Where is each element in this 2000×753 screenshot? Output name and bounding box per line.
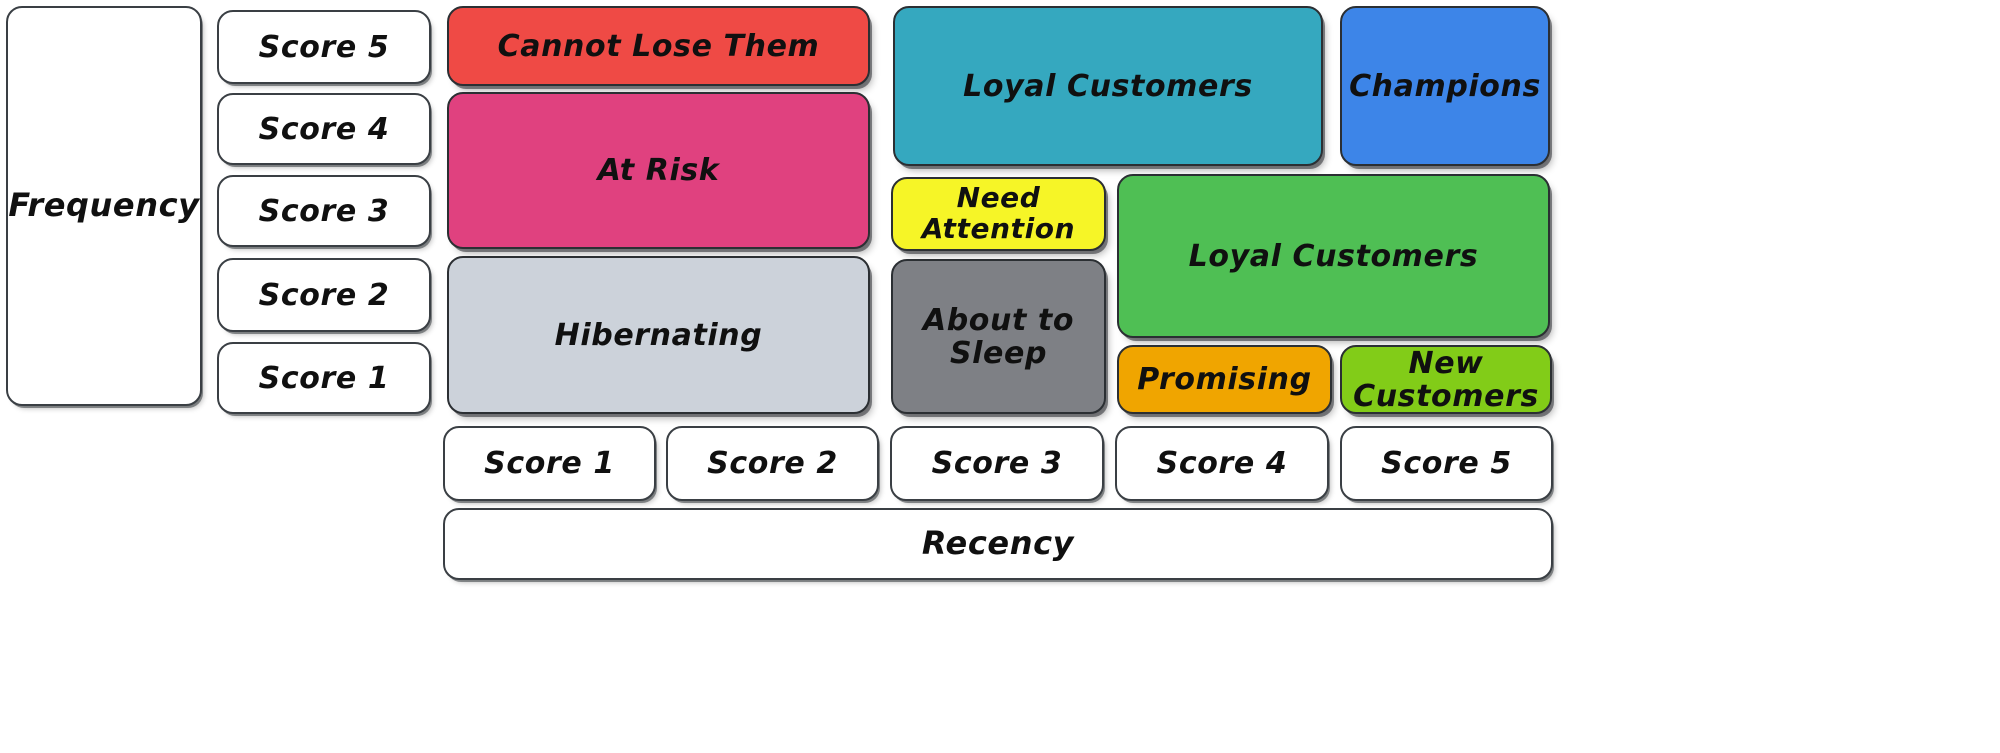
recency-axis-label-box: Recency <box>443 508 1553 580</box>
segment-cannot-lose-them[interactable]: Cannot Lose Them <box>447 6 870 86</box>
frequency-score-4-label: Score 4 <box>258 111 390 147</box>
segment-new-customers[interactable]: New Customers <box>1340 345 1552 414</box>
segment-champions[interactable]: Champions <box>1340 6 1550 166</box>
segment-loyal-customers-green[interactable]: Loyal Customers <box>1117 174 1550 338</box>
segment-hibernating-label: Hibernating <box>554 317 763 353</box>
segment-loyal-customers-green-label: Loyal Customers <box>1188 238 1479 274</box>
segment-at-risk[interactable]: At Risk <box>447 92 870 249</box>
recency-score-4[interactable]: Score 4 <box>1115 426 1329 501</box>
frequency-axis-label: Frequency <box>8 186 200 225</box>
segment-hibernating[interactable]: Hibernating <box>447 256 870 414</box>
recency-score-3-label: Score 3 <box>931 446 1063 481</box>
frequency-score-5[interactable]: Score 5 <box>217 10 431 84</box>
recency-score-4-label: Score 4 <box>1156 446 1288 481</box>
frequency-score-4[interactable]: Score 4 <box>217 93 431 165</box>
segment-need-attention-label: Need Attention <box>921 181 1076 245</box>
frequency-score-2-label: Score 2 <box>258 277 390 313</box>
segment-new-customers-label: New Customers <box>1353 345 1539 414</box>
frequency-score-2[interactable]: Score 2 <box>217 258 431 332</box>
segment-champions-label: Champions <box>1349 68 1541 104</box>
recency-score-2[interactable]: Score 2 <box>666 426 879 501</box>
recency-score-1[interactable]: Score 1 <box>443 426 656 501</box>
segment-about-to-sleep-label: About to Sleep <box>922 302 1075 371</box>
recency-score-5[interactable]: Score 5 <box>1340 426 1553 501</box>
segment-promising[interactable]: Promising <box>1117 345 1332 414</box>
frequency-score-1[interactable]: Score 1 <box>217 342 431 414</box>
frequency-score-1-label: Score 1 <box>258 360 390 396</box>
segment-about-to-sleep[interactable]: About to Sleep <box>891 259 1106 414</box>
frequency-axis-label-box: Frequency <box>6 6 202 406</box>
segment-promising-label: Promising <box>1137 362 1312 397</box>
segment-loyal-customers-teal[interactable]: Loyal Customers <box>893 6 1323 166</box>
recency-axis-label: Recency <box>921 524 1075 563</box>
recency-score-2-label: Score 2 <box>707 446 838 481</box>
segment-at-risk-label: At Risk <box>597 153 720 188</box>
segment-loyal-customers-teal-label: Loyal Customers <box>963 68 1253 104</box>
segment-cannot-lose-them-label: Cannot Lose Them <box>497 28 820 64</box>
frequency-score-3[interactable]: Score 3 <box>217 175 431 247</box>
recency-score-1-label: Score 1 <box>484 446 615 481</box>
frequency-score-5-label: Score 5 <box>258 29 390 65</box>
segment-need-attention[interactable]: Need Attention <box>891 177 1106 251</box>
recency-score-5-label: Score 5 <box>1381 446 1512 481</box>
recency-score-3[interactable]: Score 3 <box>890 426 1104 501</box>
frequency-score-3-label: Score 3 <box>258 193 390 229</box>
